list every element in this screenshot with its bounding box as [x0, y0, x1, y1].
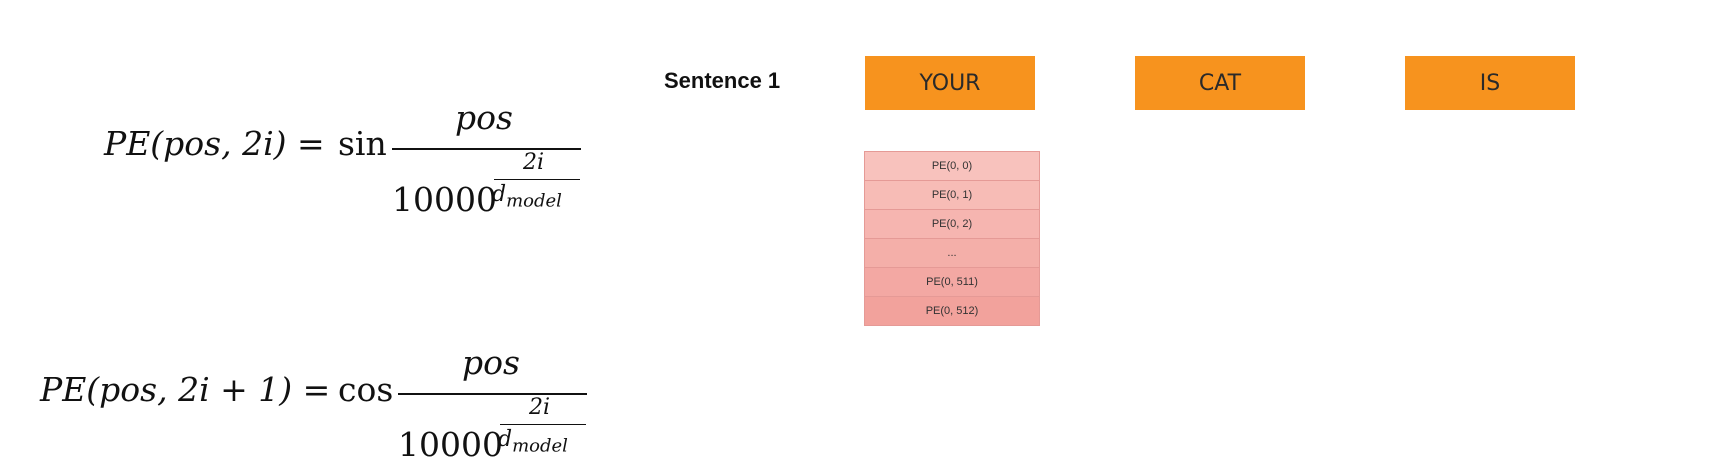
sine-numerator: pos	[455, 98, 513, 137]
sine-exponent-denominator: dmodel	[492, 182, 562, 212]
cosine-function: cos	[338, 370, 394, 409]
cosine-numerator: pos	[462, 343, 520, 382]
cosine-formula: PE(pos, 2i + 1) = cos pos 10000 2i dmode…	[0, 230, 620, 475]
pe-cell: ...	[865, 239, 1039, 268]
cosine-exponent-denominator: dmodel	[498, 427, 568, 457]
positional-encoding-vector: PE(0, 0) PE(0, 1) PE(0, 2) ... PE(0, 511…	[864, 151, 1040, 326]
pe-cell: PE(0, 511)	[865, 268, 1039, 297]
sine-fraction-bar	[392, 148, 581, 150]
sine-exponent-bar	[494, 179, 580, 180]
pe-cell: PE(0, 2)	[865, 210, 1039, 239]
cosine-formula-lhs: PE(pos, 2i + 1) =	[40, 370, 331, 409]
sine-formula-lhs: PE(pos, 2i) =	[104, 124, 325, 163]
cosine-base: 10000	[398, 425, 503, 464]
sine-formula: PE(pos, 2i) = sin pos 10000 2i dmodel	[0, 0, 600, 230]
token-is: IS	[1405, 56, 1575, 110]
sentence-label: Sentence 1	[664, 68, 781, 93]
cosine-exponent-numerator: 2i	[529, 395, 551, 420]
cosine-exponent-bar	[500, 424, 586, 425]
token-cat: CAT	[1135, 56, 1305, 110]
token-your: YOUR	[865, 56, 1035, 110]
pe-cell: PE(0, 0)	[865, 152, 1039, 181]
sine-function: sin	[338, 124, 387, 163]
pe-cell: PE(0, 512)	[865, 297, 1039, 325]
sine-base: 10000	[392, 180, 497, 219]
cosine-fraction-bar	[398, 393, 587, 395]
sine-exponent-numerator: 2i	[523, 150, 545, 175]
pe-cell: PE(0, 1)	[865, 181, 1039, 210]
